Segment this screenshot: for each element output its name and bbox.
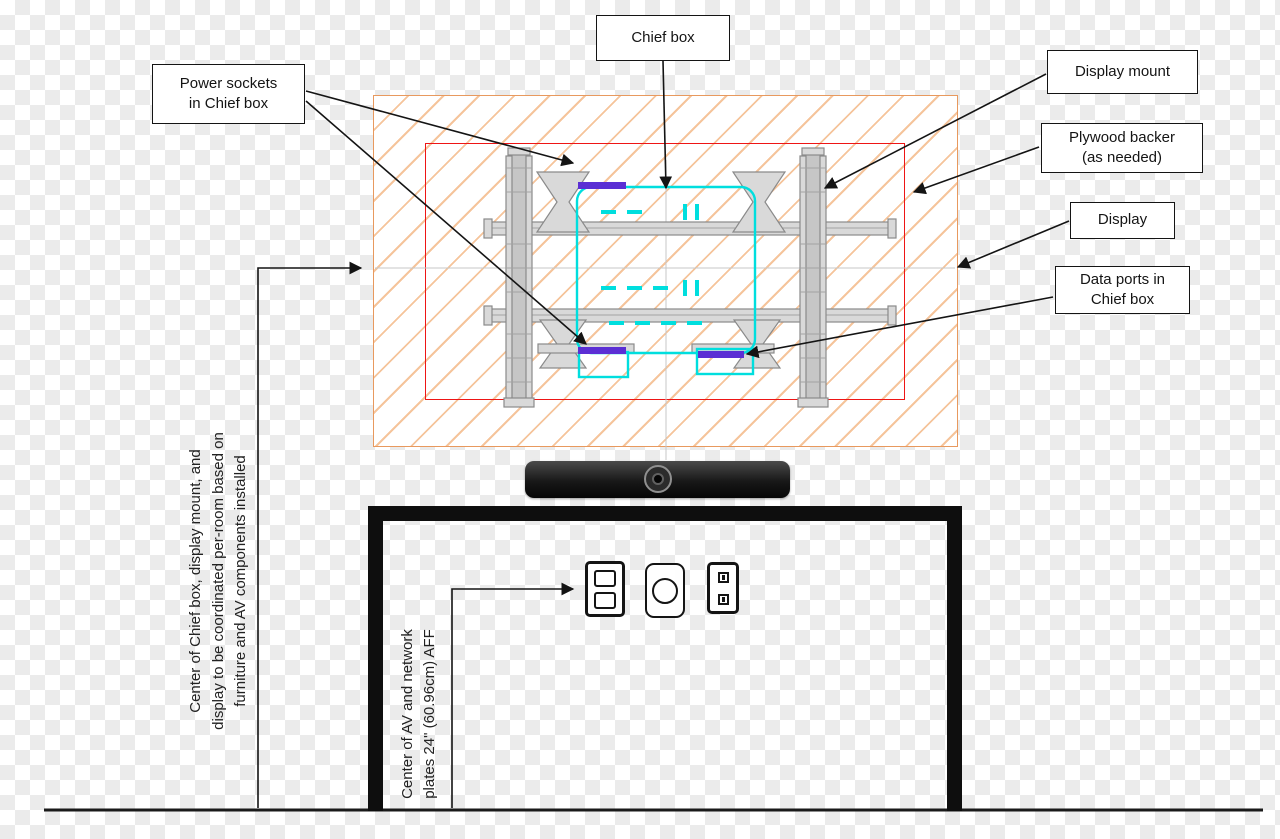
display-label: Display	[1070, 202, 1175, 239]
network-plate	[707, 562, 739, 614]
table-top	[368, 506, 962, 521]
power-socket-icon	[594, 591, 616, 609]
display-mount-label-text: Display mount	[1074, 62, 1171, 80]
arrow-display-centerline	[257, 261, 363, 808]
plywood-backer-label-line2: (as needed)	[1081, 149, 1163, 166]
power-sockets-label-line2: in Chief box	[188, 95, 269, 112]
table-leg-right	[947, 519, 962, 811]
plates-note-line2: plates 24" (60.96cm) AFF	[421, 629, 438, 799]
video-soundbar	[525, 461, 790, 498]
jack-pin	[721, 596, 725, 602]
camera-ring-icon	[644, 465, 672, 493]
table-leg-left	[368, 519, 383, 811]
display-label-text: Display	[1097, 211, 1148, 229]
display-mount-label: Display mount	[1047, 50, 1198, 94]
round-socket-icon	[652, 577, 678, 604]
network-jack-icon	[717, 593, 729, 605]
jack-pin	[721, 574, 725, 580]
round-outlet-plate	[645, 563, 685, 618]
plywood-backer-label-line1: Plywood backer	[1069, 128, 1175, 146]
arrow-display	[956, 220, 1070, 269]
chief-box-label-text: Chief box	[631, 28, 695, 46]
center-note-line3: furniture and AV components installed	[232, 455, 250, 707]
center-note-line2: display to be coordinated per-room based…	[209, 432, 227, 730]
data-ports-label-line1: Data ports in	[1079, 270, 1166, 288]
power-socket-icon	[594, 569, 616, 587]
power-sockets-label-line1: Power sockets	[179, 74, 278, 92]
data-ports-label: Data ports in Chief box	[1055, 266, 1190, 314]
center-coordination-note: Center of Chief box, display mount, and …	[184, 408, 254, 754]
plywood-backer-label: Plywood backer (as needed)	[1041, 123, 1203, 173]
chief-box-label: Chief box	[596, 15, 730, 61]
plates-note-line1: Center of AV and network	[398, 629, 416, 799]
network-jack-icon	[717, 571, 729, 583]
center-note-line1: Center of Chief box, display mount, and	[187, 449, 205, 713]
arrow-plates-centerline	[451, 582, 575, 808]
power-outlet-plate	[585, 561, 625, 617]
data-ports-label-line2: Chief box	[1090, 291, 1155, 308]
camera-lens-icon	[652, 473, 664, 485]
display-outline	[425, 143, 905, 400]
plates-height-note: Center of AV and network plates 24" (60.…	[397, 614, 441, 814]
power-sockets-label: Power sockets in Chief box	[152, 64, 305, 124]
